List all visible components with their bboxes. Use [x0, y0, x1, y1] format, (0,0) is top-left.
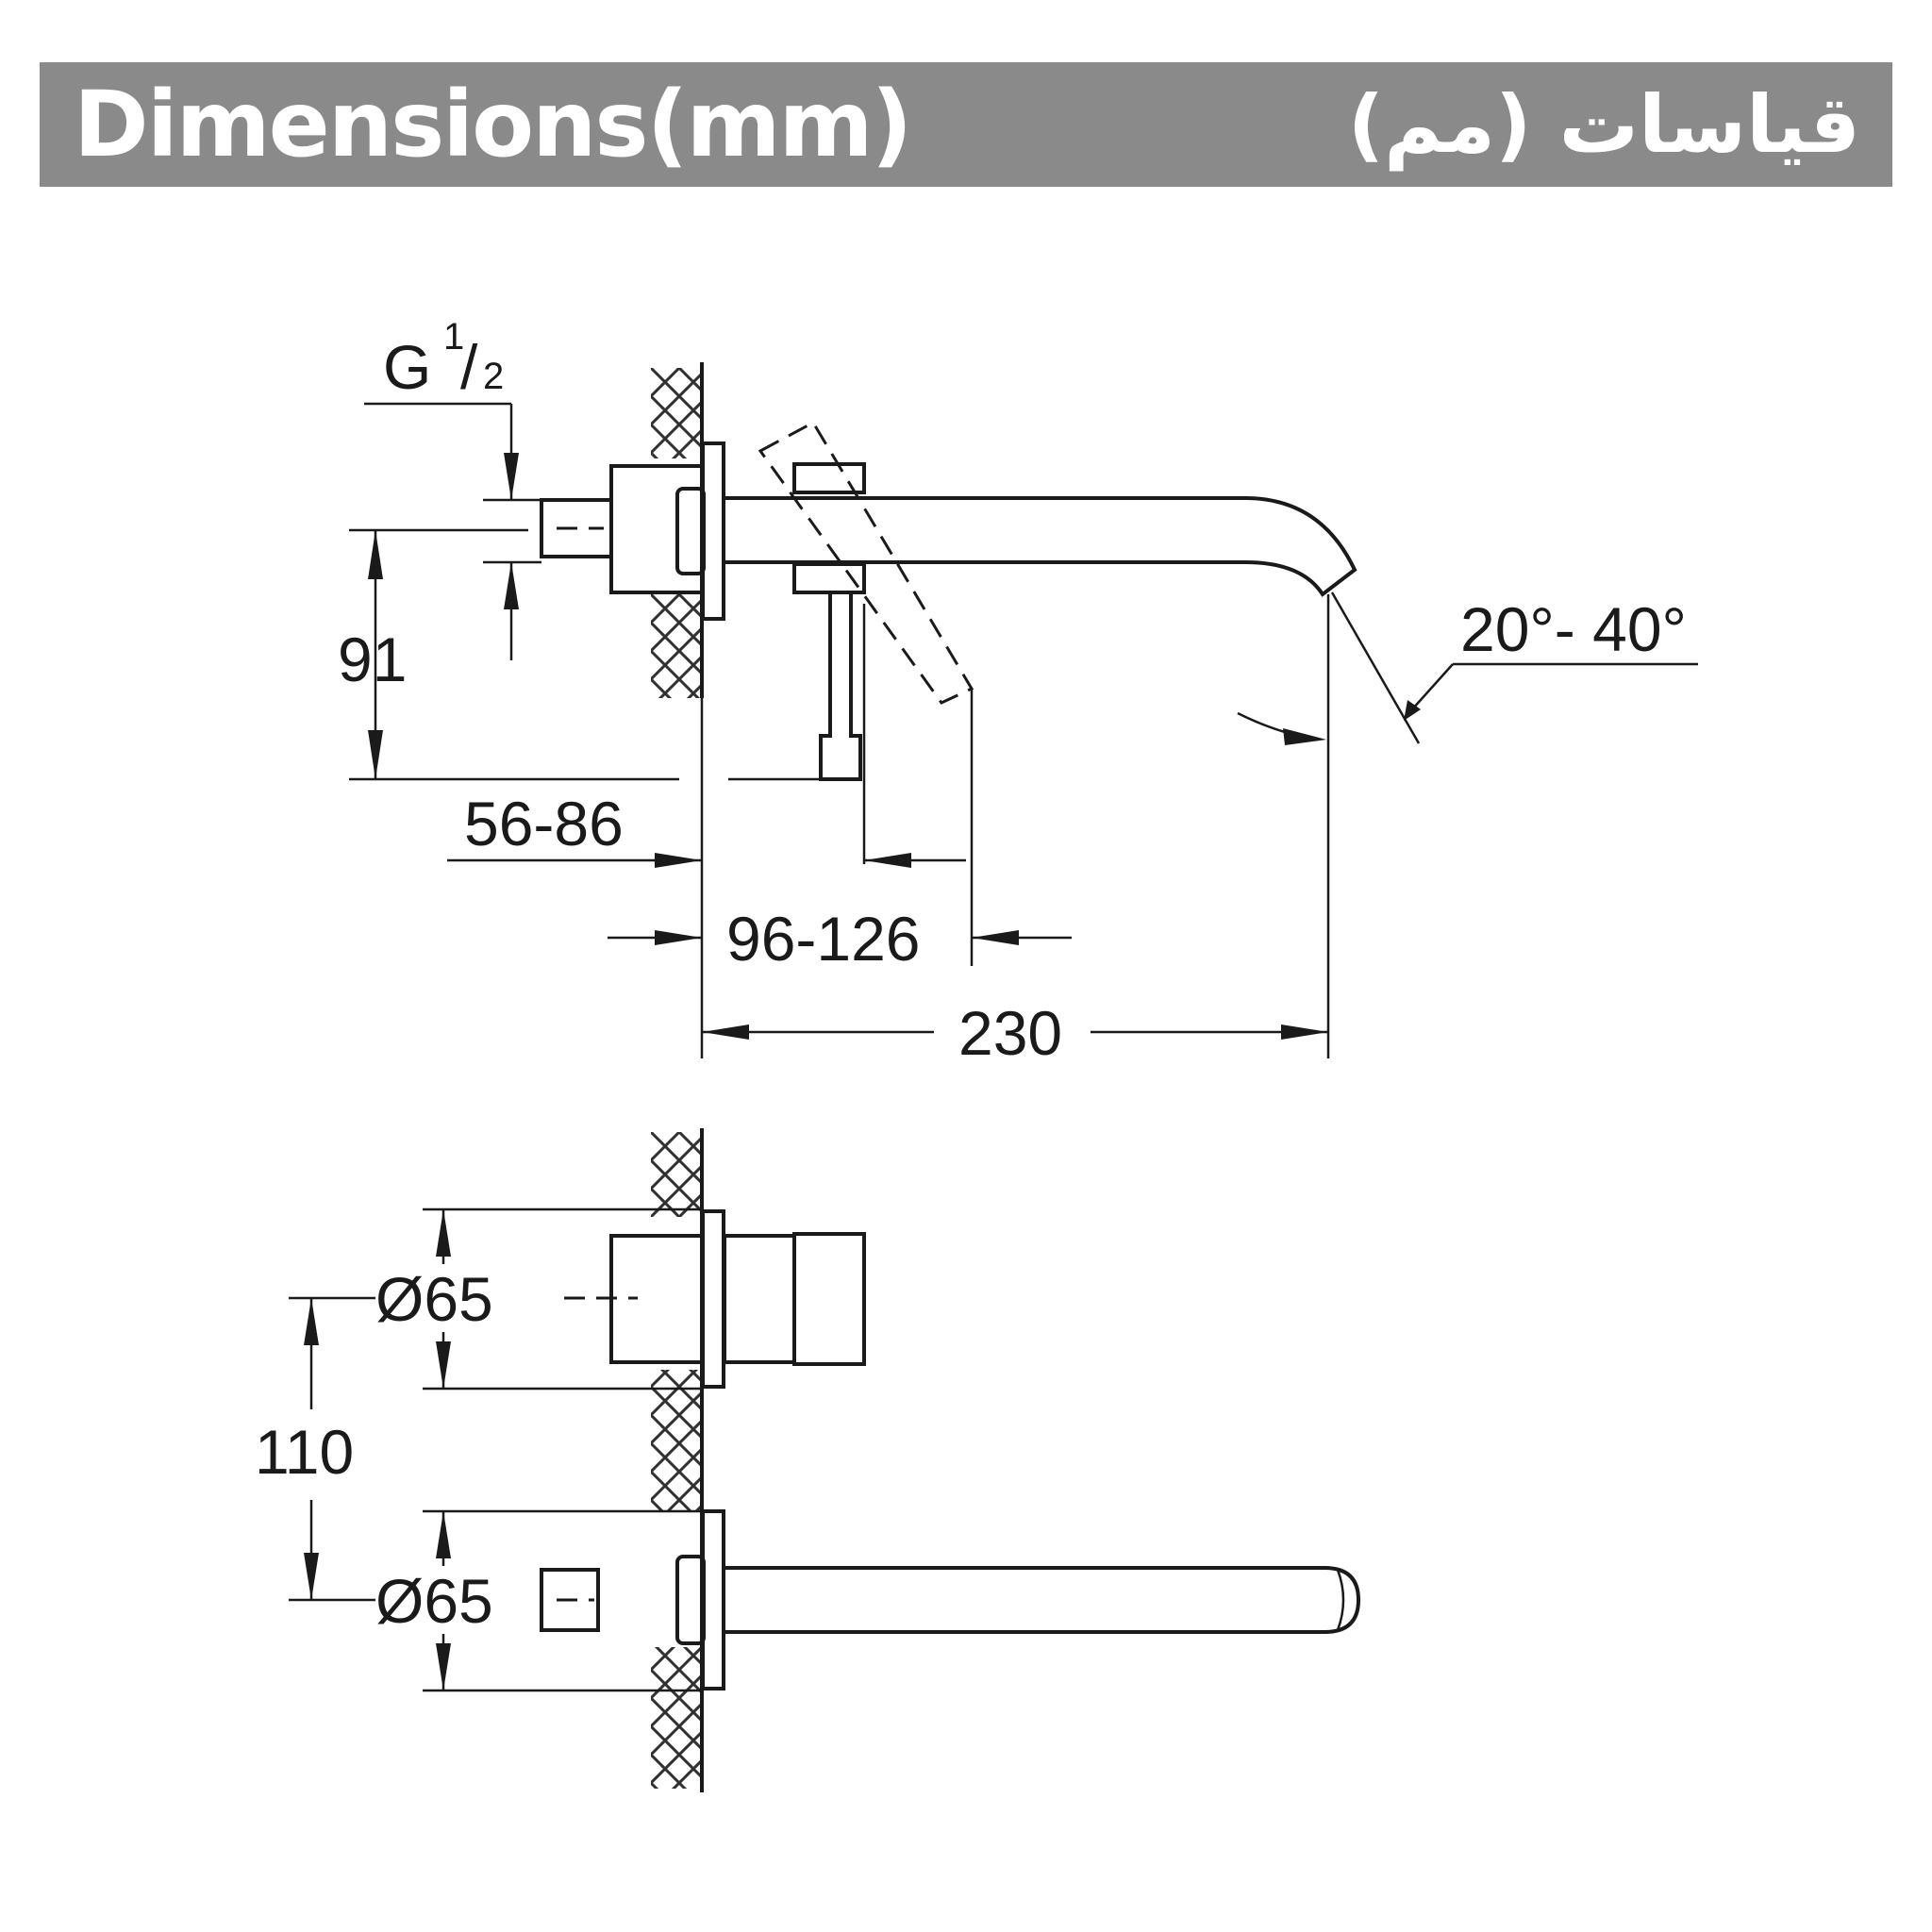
depth-range-2-label: 96-126 [726, 904, 921, 974]
dimension-depth-56-86: 56-86 [447, 604, 966, 868]
center-distance-label: 110 [255, 1417, 354, 1487]
mixer-body-side [540, 441, 725, 621]
header-bar: Dimensions(mm) قياسات (مم) [40, 62, 1892, 187]
spout-length-label: 230 [958, 998, 1062, 1068]
dimension-length-230: 230 [700, 594, 1330, 1068]
thread-label-g: G [383, 332, 431, 402]
swivel-angle-label: 20°- 40° [1460, 594, 1687, 664]
dimension-center-110: 110 [255, 1296, 375, 1602]
thread-label-numerator: 1 [443, 316, 464, 358]
dimension-depth-96-126: 96-126 [608, 689, 1072, 974]
thread-label-denominator: 2 [483, 356, 504, 397]
height-91-label: 91 [338, 625, 407, 694]
front-view: Ø65 110 Ø65 [255, 1128, 1361, 1792]
header-title-english: Dimensions(mm) [74, 72, 912, 177]
wall-side-view [651, 362, 704, 698]
dimension-diameter-bottom: Ø65 [375, 1509, 702, 1692]
side-view: G 1 / 2 91 56-86 [338, 316, 1698, 1068]
thread-label-slash: / [460, 332, 478, 402]
lever-housing [758, 421, 974, 781]
swivel-angle: 20°- 40° [1237, 591, 1698, 745]
depth-range-1-label: 56-86 [464, 789, 624, 858]
spout-side [724, 496, 1357, 597]
front-spout [540, 1509, 1361, 1690]
dimension-height-91: 91 [338, 528, 821, 781]
dimension-diameter-top: Ø65 [375, 1208, 702, 1391]
thread-label: G 1 / 2 [364, 316, 541, 660]
diameter-top-label: Ø65 [375, 1264, 493, 1334]
diameter-bottom-label: Ø65 [375, 1566, 493, 1636]
front-mixer-top [564, 1209, 866, 1389]
wall-front-view [651, 1128, 704, 1792]
header-title-arabic: قياسات (مم) [1347, 78, 1860, 171]
